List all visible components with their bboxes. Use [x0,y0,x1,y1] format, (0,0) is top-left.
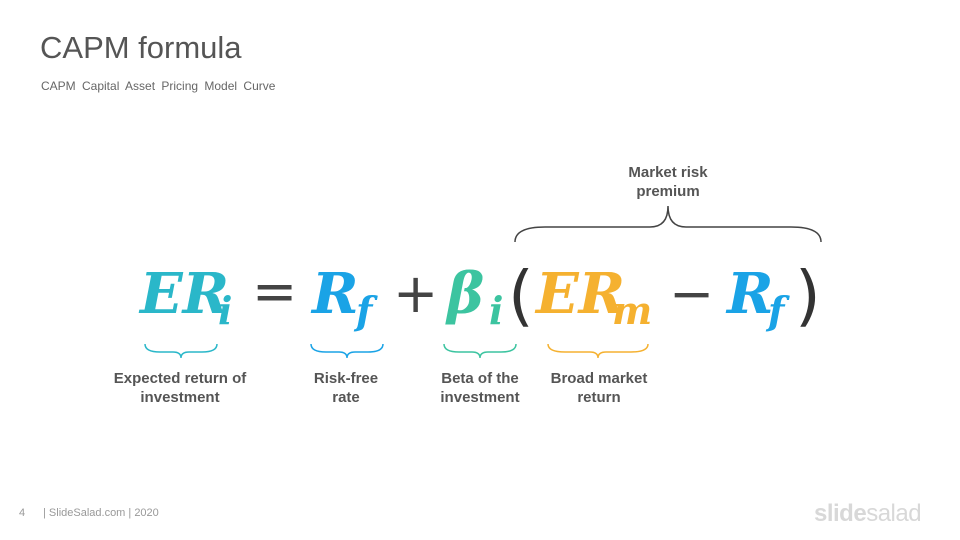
formula-er-subscript: i [218,288,232,333]
label-expected-return-line1: Expected return of [113,370,247,387]
label-market-risk-premium-line1: Market risk [628,164,708,181]
label-risk-free-line1: Risk-free [313,370,379,387]
formula-erm: ER [534,261,625,327]
label-risk-free: Risk-free rate [286,369,406,407]
formula-rf-subscript: f [353,288,378,333]
formula-equals: = [252,260,297,323]
slidesalad-logo: slidesalad [814,500,922,528]
brace-market-risk-premium [514,205,822,243]
label-market-risk-premium: Market risk premium [598,163,738,201]
formula-er: ER [138,261,229,327]
brace-expected-return [144,343,218,359]
formula-erm-subscript: m [612,288,652,333]
brace-beta [443,343,517,359]
label-beta: Beta of the investment [420,369,540,407]
label-market-return-line1: Broad market [550,370,648,387]
page-number: 4 [19,507,26,519]
logo-light: salad [866,500,922,527]
label-expected-return: Expected return of investment [100,369,260,407]
formula-beta-subscript: i [489,288,503,333]
label-market-return-line2: return [577,389,621,406]
label-beta-line2: investment [440,389,520,406]
logo-bold: slide [814,500,867,527]
brace-risk-free [310,343,384,359]
formula-rf: R [310,261,359,327]
formula-open-paren: ( [508,257,534,334]
label-beta-line1: Beta of the [441,370,519,387]
label-expected-return-line2: investment [140,389,220,406]
formula-minus: − [669,262,714,325]
formula-rf-market: R [725,261,774,327]
slide-subtitle: CAPM Capital Asset Pricing Model Curve [41,79,276,93]
formula-plus: + [393,262,438,325]
slide-title: CAPM formula [40,30,242,65]
label-market-risk-premium-line2: premium [636,183,700,200]
formula-rf-market-subscript: f [765,288,790,333]
label-market-return: Broad market return [534,369,664,407]
label-risk-free-line2: rate [332,389,360,406]
brace-market-return [547,343,649,359]
formula-beta: β [445,261,484,327]
formula-close-paren: ) [795,257,821,334]
footer-credit: | SlideSalad.com | 2020 [43,507,159,519]
